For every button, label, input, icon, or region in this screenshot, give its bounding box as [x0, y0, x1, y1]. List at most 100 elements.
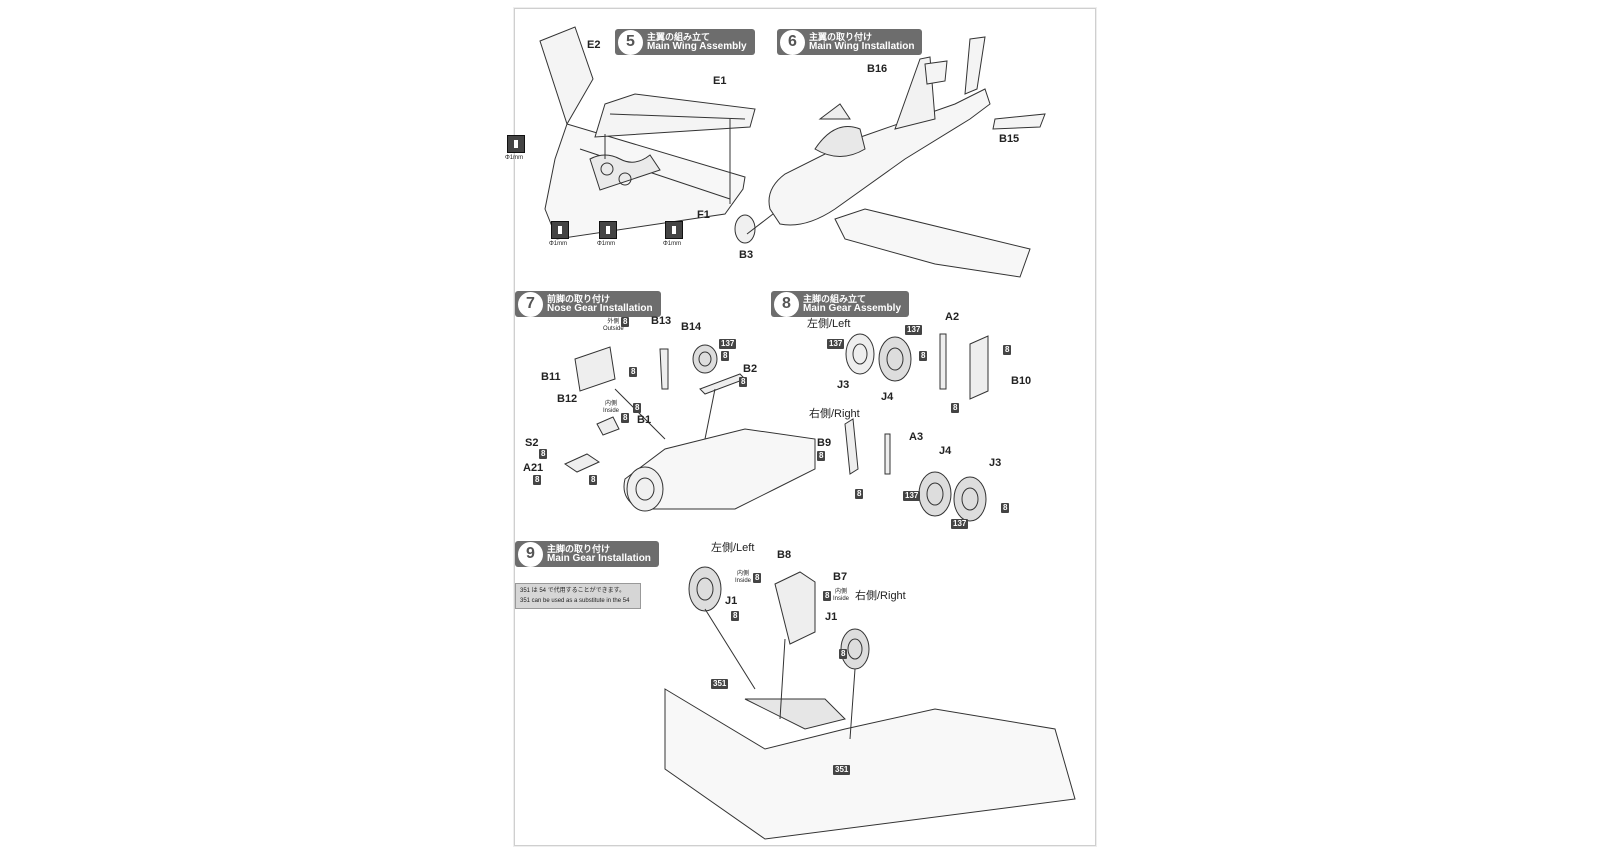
paint-code-badge: 8 — [919, 351, 928, 361]
outside-label: 外側 Outside — [603, 319, 624, 333]
part-label-b2: B2 — [743, 363, 758, 375]
paint-code-badge: 8 — [633, 403, 642, 413]
paint-code-badge: 8 — [855, 489, 864, 499]
part-label-j1: J1 — [725, 595, 738, 607]
part-label-b14: B14 — [681, 321, 702, 333]
paint-code-badge: 8 — [539, 449, 548, 459]
substitute-note: 351 は 54 で代用することができます。 351 can be used a… — [515, 583, 641, 609]
paint-code-badge: 8 — [589, 475, 598, 485]
inside-en: Inside — [735, 578, 752, 584]
paint-code-badge: 8 — [731, 611, 740, 621]
drill-size-label: Φ1mm — [597, 241, 616, 247]
inside-en: Inside — [603, 408, 620, 414]
instruction-sheet: 5 主翼の組み立て Main Wing Assembly 6 主翼の取り付け M… — [505, 8, 1096, 846]
paint-code-badge: 8 — [1003, 345, 1012, 355]
paint-code-badge: 137 — [719, 339, 737, 349]
inside-ja: 内側 — [835, 589, 848, 595]
step-title-ja: 主翼の取り付け — [809, 32, 873, 42]
part-label-a21: A21 — [523, 462, 544, 474]
paint-code-badge: 351 — [711, 679, 729, 689]
note-ja: 351 は 54 で代用することができます。 — [520, 588, 626, 594]
step-8-header: 8 主脚の組み立て Main Gear Assembly — [771, 291, 910, 317]
step-number: 5 — [618, 29, 643, 55]
drill-size-label: Φ1mm — [505, 155, 524, 161]
step-title-ja: 主脚の取り付け — [547, 544, 611, 554]
step-6-header: 6 主翼の取り付け Main Wing Installation — [777, 29, 923, 55]
step-title-en: Main Gear Assembly — [803, 303, 902, 314]
note-en: 351 can be used as a substitute in the 5… — [520, 598, 630, 604]
step-title-en: Nose Gear Installation — [547, 303, 653, 314]
paint-code-badge: 137 — [827, 339, 845, 349]
paint-code-badge: 8 — [951, 403, 960, 413]
part-label-j4-right: J4 — [939, 445, 952, 457]
main-gear-installation-drawing — [664, 566, 1076, 840]
main-gear-assembly-drawing — [844, 333, 989, 522]
outside-en: Outside — [603, 326, 624, 332]
right-side-label: 右側/Right — [809, 408, 860, 420]
part-label-e1: E1 — [713, 75, 727, 87]
inside-en: Inside — [833, 596, 850, 602]
right-side-label: 右側/Right — [855, 590, 906, 602]
part-label-f1: F1 — [697, 209, 710, 221]
drill-size-label: Φ1mm — [549, 241, 568, 247]
inside-label: 内側 Inside — [833, 589, 849, 603]
paint-code-badge: 8 — [1001, 503, 1010, 513]
step-title-en: Main Wing Assembly — [647, 41, 747, 52]
part-label-b10: B10 — [1011, 375, 1032, 387]
inside-label: 内側 Inside — [603, 401, 619, 415]
paint-code-badge: 8 — [823, 591, 832, 601]
paint-code-badge: 8 — [629, 367, 638, 377]
paint-code-badge: 8 — [533, 475, 542, 485]
assembly-line-art — [539, 26, 1076, 840]
part-label-j4: J4 — [881, 391, 894, 403]
drill-hole-icon — [665, 221, 683, 239]
paint-code-badge: 8 — [739, 377, 748, 387]
part-label-b7: B7 — [833, 571, 848, 583]
part-label-b12: B12 — [557, 393, 578, 405]
part-label-b16: B16 — [867, 63, 888, 75]
aircraft-fuselage-drawing — [734, 36, 1046, 278]
part-label-b11: B11 — [541, 371, 561, 383]
drill-hole-icon — [599, 221, 617, 239]
left-side-label: 左側/Left — [807, 318, 851, 330]
part-label-b1: B1 — [637, 414, 652, 426]
step-title-ja: 主翼の組み立て — [647, 32, 711, 42]
paint-code-badge: 8 — [839, 649, 848, 659]
left-side-label: 左側/Left — [711, 542, 755, 554]
part-label-j3: J3 — [837, 379, 850, 391]
part-label-b8: B8 — [777, 549, 792, 561]
paint-code-badge: 137 — [903, 491, 921, 501]
step-title-en: Main Wing Installation — [809, 41, 915, 52]
paint-code-badge: 137 — [905, 325, 923, 335]
drill-size-label: Φ1mm — [663, 241, 682, 247]
part-label-b13: B13 — [651, 315, 672, 327]
inside-label: 内側 Inside — [735, 571, 751, 585]
step-number: 9 — [518, 541, 543, 567]
step-title-ja: 前脚の取り付け — [547, 294, 611, 304]
step-number: 6 — [780, 29, 805, 55]
paint-code-badge: 8 — [753, 573, 762, 583]
drill-hole-icon — [551, 221, 569, 239]
step-title-en: Main Gear Installation — [547, 553, 651, 564]
paint-code-badge: 8 — [817, 451, 826, 461]
part-label-j3-right: J3 — [989, 457, 1002, 469]
part-label-b15: B15 — [999, 133, 1020, 145]
inside-ja: 内側 — [605, 401, 618, 407]
nose-gear-drawing — [563, 344, 816, 512]
outside-ja: 外側 — [607, 319, 620, 325]
main-wing-assembly-drawing — [539, 26, 756, 240]
step-5-header: 5 主翼の組み立て Main Wing Assembly — [615, 29, 755, 55]
inside-ja: 内側 — [737, 571, 750, 577]
part-label-a3: A3 — [909, 431, 924, 443]
part-label-a2: A2 — [945, 311, 960, 323]
step-title-ja: 主脚の組み立て — [803, 294, 867, 304]
paint-code-badge: 8 — [621, 413, 630, 423]
step-number: 8 — [774, 291, 799, 317]
part-label-s2: S2 — [525, 437, 539, 449]
drill-hole-icon — [507, 135, 525, 153]
paint-code-badge: 8 — [721, 351, 730, 361]
step-9-header: 9 主脚の取り付け Main Gear Installation — [515, 541, 659, 567]
paint-code-badge: 137 — [951, 519, 969, 529]
part-label-j1-right: J1 — [825, 611, 838, 623]
step-7-header: 7 前脚の取り付け Nose Gear Installation — [515, 291, 661, 317]
